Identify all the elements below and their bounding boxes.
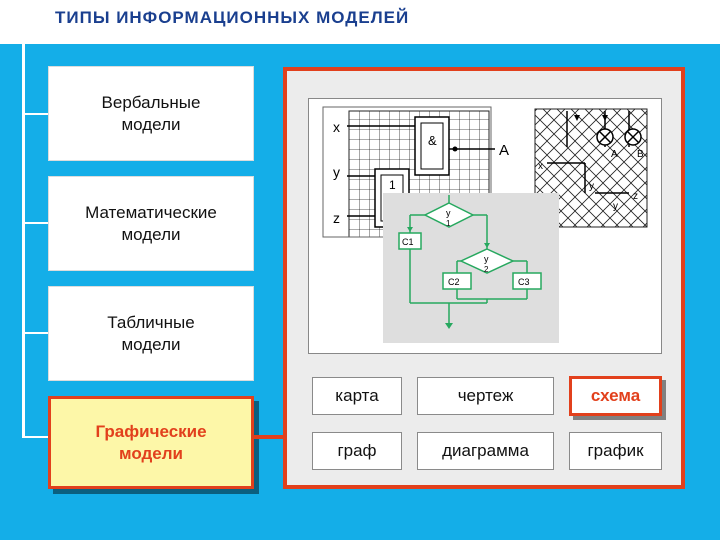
- flow-label-1: 1: [446, 219, 451, 228]
- circuit-label-y2: y: [613, 201, 618, 212]
- logic-label-or: 1: [389, 178, 396, 192]
- flow-label-c1: C1: [402, 237, 414, 247]
- logic-label-and: &: [428, 133, 437, 148]
- type-button-scheme[interactable]: схема: [569, 376, 662, 416]
- tree-trunk-line: [22, 40, 25, 438]
- type-button-drawing[interactable]: чертеж: [417, 377, 554, 415]
- flow-label-c3: C3: [518, 277, 530, 287]
- model-card-table[interactable]: Табличные модели: [48, 286, 254, 381]
- model-card-math[interactable]: Математические модели: [48, 176, 254, 271]
- tree-branch-line: [22, 332, 50, 334]
- active-connector-line: [254, 435, 285, 439]
- circuit-label-b: B: [637, 149, 644, 160]
- type-button-diagram[interactable]: диаграмма: [417, 432, 554, 470]
- flow-label-y1: y: [446, 208, 451, 218]
- flow-label-2: 2: [484, 265, 489, 274]
- page-title: ТИПЫ ИНФОРМАЦИОННЫХ МОДЕЛЕЙ: [55, 8, 410, 27]
- logic-label-output: A: [499, 142, 509, 159]
- type-button-plot[interactable]: график: [569, 432, 662, 470]
- tree-branch-line: [22, 436, 50, 438]
- illustration-frame: x y z & 1 A x y z y: [308, 98, 662, 354]
- type-button-graph[interactable]: граф: [312, 432, 402, 470]
- logic-label-z: z: [333, 210, 340, 226]
- circuit-label-a: A: [611, 149, 618, 160]
- circuit-label-x: x: [538, 161, 543, 172]
- flow-label-c2: C2: [448, 277, 460, 287]
- tree-branch-line: [22, 113, 50, 115]
- electric-circuit: x y z y A B: [534, 108, 648, 228]
- tree-branch-line: [22, 222, 50, 224]
- type-button-map[interactable]: карта: [312, 377, 402, 415]
- logic-label-x: x: [333, 119, 340, 135]
- logic-label-y: y: [333, 164, 340, 180]
- model-card-graphic[interactable]: Графические модели: [48, 396, 254, 489]
- circuit-label-y: y: [589, 181, 594, 192]
- schematic-illustration: x y z & 1 A x y z y: [322, 106, 648, 343]
- flow-label-y2: y: [484, 254, 489, 264]
- circuit-label-z: z: [633, 191, 638, 202]
- model-card-verbal[interactable]: Вербальные модели: [48, 66, 254, 161]
- flowchart: y 1 y 2 C1 C2 C3: [383, 193, 559, 343]
